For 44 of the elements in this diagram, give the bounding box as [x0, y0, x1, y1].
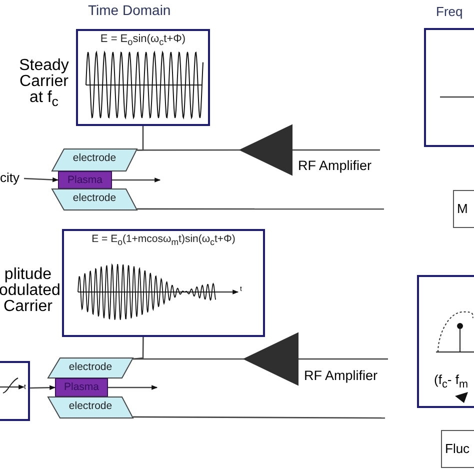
spectrum-box	[424, 28, 474, 147]
wire	[292, 149, 380, 151]
arrow	[108, 385, 158, 390]
column-heading: Time Domain	[88, 2, 171, 18]
wire	[298, 358, 388, 360]
plasma-block	[55, 378, 108, 397]
arrow	[24, 177, 59, 182]
electrode-plate	[48, 397, 133, 418]
waveform-box	[62, 229, 265, 337]
amplifier-triangle	[240, 125, 292, 175]
wire	[133, 358, 244, 360]
label-box	[453, 190, 474, 228]
arrow	[30, 385, 56, 390]
signal-box	[0, 361, 30, 421]
wire	[133, 416, 385, 419]
electrode-label: electrode	[68, 361, 114, 373]
electrode-plate	[52, 149, 137, 171]
side-label: Steady Carrier at f$_{c}$	[18, 58, 70, 110]
electrode-plate	[48, 358, 133, 378]
spectrum-box	[417, 275, 474, 408]
column-heading: Freq	[436, 4, 463, 19]
box-label: Fluc	[445, 441, 470, 456]
wire	[132, 337, 144, 360]
amplifier-triangle	[244, 333, 298, 385]
arrow	[112, 178, 161, 182]
wire	[137, 149, 240, 151]
electrode-plate	[52, 189, 137, 210]
electrode-label: electrode	[72, 192, 118, 204]
side-label: plitude odulated Carrier	[0, 267, 57, 315]
electrode-label: electrode	[68, 400, 114, 412]
electrode-label: electrode	[72, 152, 118, 164]
formula-text: E = E$_{o}$sin(ω$_{c}$t+Φ)	[99, 33, 187, 48]
amplifier-label: RF Amplifier	[298, 158, 372, 173]
input-label: city	[0, 170, 20, 185]
plasma-label: Plasma	[66, 174, 104, 186]
amplifier-label: RF Amplifier	[304, 368, 378, 383]
box-label: M	[457, 201, 468, 216]
frequency-label: (f$_{c}$- f$_{m}$	[434, 372, 468, 391]
waveform-box	[76, 29, 210, 126]
label-box	[441, 430, 474, 468]
plasma-block	[58, 171, 112, 189]
plasma-label: Plasma	[62, 381, 100, 393]
formula-text: E = E$_{o}$(1+mcosω$_{m}$t)sin(ω$_{c}$t+Φ)	[90, 233, 236, 248]
wire	[137, 208, 384, 210]
